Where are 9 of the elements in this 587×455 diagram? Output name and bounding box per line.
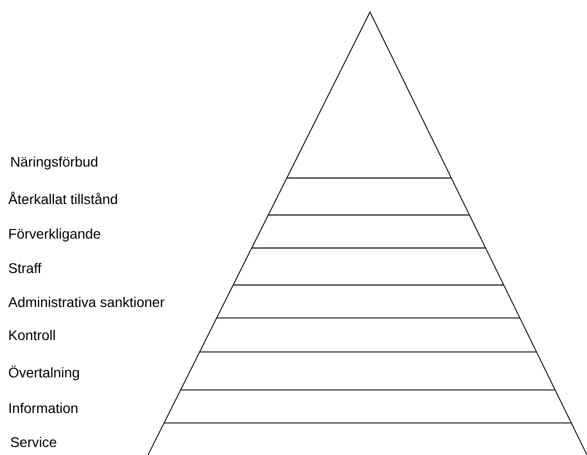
level-label: Service [10,436,56,448]
level-label: Förverkligande [9,228,100,242]
level-label: Kontroll [9,330,55,340]
level-label: Övertalning [8,366,79,380]
level-label: Näringsförbud [11,156,98,170]
level-label: Information [10,402,78,414]
level-label: Straff [8,262,42,274]
level-label: Administrativa sanktioner [8,296,164,308]
level-label: Återkallat tillstånd [8,192,117,204]
